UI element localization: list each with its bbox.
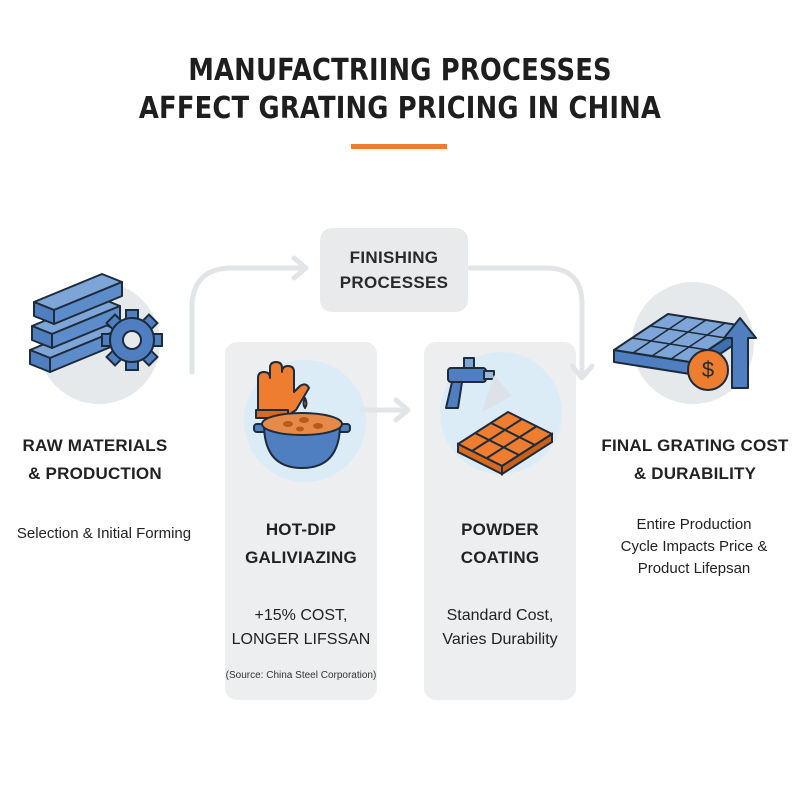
- finishing-line-2: PROCESSES: [339, 273, 449, 292]
- finishing-processes-box: FINISHING PROCESSES: [320, 228, 468, 312]
- arrow-raw-to-finishing-head: [291, 255, 309, 281]
- powder-coating-detail: Standard Cost, Varies Durability: [442, 607, 558, 648]
- hot-dip-source: (Source: China Steel Corporation): [225, 670, 377, 681]
- powder-coating-heading: POWDER COATING: [460, 520, 540, 567]
- arrow-finishing-to-final: [467, 265, 585, 379]
- final-description: Entire Production Cycle Impacts Price & …: [620, 516, 768, 577]
- dollar-sign-icon: $: [701, 357, 715, 382]
- title-line-2: AFFECT GRATING PRICING IN CHINA: [138, 91, 662, 126]
- final-heading: FINAL GRATING COST & DURABILITY: [601, 436, 789, 483]
- hot-dip-detail: +15% COST, LONGER LIFSSAN: [231, 607, 371, 648]
- title-accent-bar: [351, 144, 447, 149]
- arrow-hotdip-to-powder-head: [393, 397, 411, 423]
- page-title: MANUFACTRIING PROCESSES AFFECT GRATING P…: [56, 52, 744, 128]
- raw-materials-description: Selection & Initial Forming: [16, 525, 192, 542]
- finishing-line-1: FINISHING: [349, 248, 439, 267]
- raw-materials-heading: RAW MATERIALS & PRODUCTION: [22, 436, 168, 483]
- arrow-finishing-to-final-head: [569, 363, 595, 381]
- arrow-raw-to-finishing: [189, 265, 307, 375]
- hot-dip-heading: HOT-DIP GALIVIAZING: [245, 520, 357, 567]
- title-line-1: MANUFACTRIING PROCESSES: [188, 53, 612, 88]
